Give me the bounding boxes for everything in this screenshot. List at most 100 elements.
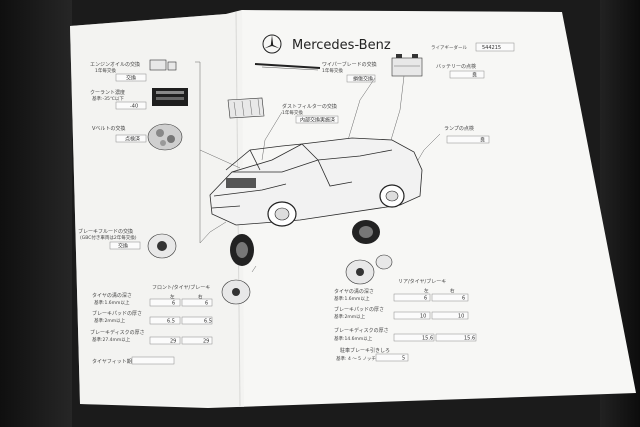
battery-icon bbox=[391, 54, 423, 77]
rear-tire-std: 基準:1.6mm以上 bbox=[334, 295, 370, 302]
engine-oil-label: エンジンオイルの交換 bbox=[90, 61, 140, 68]
coolant-box bbox=[115, 101, 147, 110]
rear-pad-right: 10 bbox=[458, 314, 464, 320]
battery-value: 良 bbox=[472, 72, 477, 79]
front-left-header: 左 bbox=[170, 293, 175, 300]
front-tire-left: 6 bbox=[172, 301, 175, 307]
rear-pad-left: 10 bbox=[420, 314, 426, 320]
front-disc-left: 29 bbox=[170, 339, 176, 345]
rear-disc-std: 基準:14.6mm以上 bbox=[334, 335, 373, 342]
front-title: フロント/タイヤ/ブレーキ bbox=[152, 284, 210, 291]
wiper-box bbox=[346, 74, 376, 83]
rear-left-header: 左 bbox=[424, 287, 429, 294]
id-label: ライアギーダール bbox=[431, 44, 467, 51]
brake-fluid-box bbox=[109, 241, 141, 250]
belt-box bbox=[115, 134, 147, 143]
front-disc-right-box bbox=[181, 336, 213, 345]
rear-disc-right: 15.6 bbox=[464, 336, 475, 342]
rear-parking-value: 5 bbox=[402, 356, 405, 362]
rear-tire-left-box bbox=[393, 293, 431, 302]
wiper-icon bbox=[254, 63, 321, 71]
mercedes-star-icon bbox=[262, 34, 282, 54]
rear-pad-right-box bbox=[431, 311, 469, 320]
rear-disc-left-box bbox=[393, 333, 435, 342]
rear-disc-label: ブレーキディスクの厚さ bbox=[334, 327, 389, 334]
brake-fluid-label: ブレーキフルードの交換 bbox=[78, 228, 133, 235]
filter-leader bbox=[261, 111, 283, 161]
lamp-leader bbox=[414, 133, 441, 166]
wiper-sub: 1年毎交換 bbox=[322, 67, 343, 74]
wiper-label: ワイパーブレードの交換 bbox=[322, 61, 377, 68]
front-disc-right: 29 bbox=[203, 339, 209, 345]
front-pad-left-box bbox=[149, 316, 181, 325]
front-disc-label: ブレーキディスクの厚さ bbox=[90, 329, 145, 336]
rear-tire-right-box bbox=[431, 293, 469, 302]
oil-can-icon bbox=[149, 59, 177, 71]
tire-icon bbox=[230, 234, 254, 266]
rear-disc-right-box bbox=[435, 333, 477, 342]
front-tire-left-box bbox=[149, 298, 181, 307]
front-tire-right: 6 bbox=[205, 301, 208, 307]
wiper-value: 損傷交換 bbox=[353, 76, 373, 83]
front-leader bbox=[251, 265, 257, 273]
front-pad-right: 6.5 bbox=[204, 319, 212, 325]
belt-value: 点検済 bbox=[125, 136, 140, 143]
id-value: 544215 bbox=[482, 45, 501, 51]
brake-caliper-icon bbox=[147, 233, 177, 259]
front-tire-label: タイヤの溝の深さ bbox=[92, 292, 132, 299]
belt-label: Vベルトの交換 bbox=[92, 125, 125, 132]
brake-disc-icon bbox=[221, 279, 251, 305]
dust-filter-value: 内部交換実施済 bbox=[300, 117, 335, 124]
coolant-tester-icon bbox=[152, 88, 188, 106]
rear-tire-left: 6 bbox=[424, 296, 427, 302]
front-disc-std: 基準:27.4mm以上 bbox=[92, 336, 131, 343]
lamp-box bbox=[446, 135, 490, 144]
coolant-label: クーラント濃度 bbox=[90, 89, 125, 96]
brake-fluid-value: 交換 bbox=[118, 243, 128, 250]
wiper-leader bbox=[344, 77, 376, 151]
lamp-label: ランプの点検 bbox=[444, 125, 474, 132]
coolant-sub: 基準:-35℃以下 bbox=[92, 95, 124, 102]
battery-leader bbox=[387, 75, 405, 151]
brake-fluid-leader bbox=[199, 221, 227, 244]
dust-filter-box bbox=[295, 115, 339, 124]
battery-box bbox=[449, 70, 485, 79]
brand-name: Mercedes-Benz bbox=[292, 38, 391, 53]
filter-icon bbox=[227, 97, 265, 119]
front-disc-left-box bbox=[149, 336, 181, 345]
dust-filter-label: ダストフィルターの交換 bbox=[282, 103, 337, 110]
rear-pad-left-box bbox=[393, 311, 431, 320]
front-pad-left: 6.5 bbox=[167, 319, 175, 325]
front-tire-std: 基準:1.6mm以上 bbox=[94, 299, 130, 306]
front-pad-label: ブレーキパッドの厚さ bbox=[92, 310, 142, 317]
engine-oil-value: 交換 bbox=[126, 75, 136, 82]
rear-parking-box bbox=[375, 353, 409, 362]
id-box bbox=[475, 42, 515, 52]
lamp-value: 良 bbox=[480, 137, 485, 144]
paper-fold-shade bbox=[70, 10, 244, 407]
front-tire-right-box bbox=[181, 298, 213, 307]
rear-pad-std: 基準:2mm以上 bbox=[334, 313, 366, 320]
coolant-value: -40 bbox=[130, 104, 138, 110]
front-right-header: 右 bbox=[198, 293, 203, 300]
dust-filter-sub: 1年毎交換 bbox=[282, 109, 303, 116]
engine-leader bbox=[199, 149, 241, 169]
rear-right-header: 右 bbox=[450, 287, 455, 294]
rear-tire-right: 6 bbox=[462, 296, 465, 302]
brake-fluid-sub2: (GBC付き車両は2年毎交換) bbox=[80, 234, 137, 241]
rear-parking-std: 基準: 4 〜 5 ノッチ bbox=[336, 355, 376, 362]
front-fit-box bbox=[131, 356, 175, 365]
table-surface-left bbox=[0, 0, 72, 427]
battery-label: バッテリーの点検 bbox=[436, 63, 476, 70]
rear-pad-label: ブレーキパッドの厚さ bbox=[334, 306, 384, 313]
rear-brake-disc-icon bbox=[345, 254, 393, 285]
rear-title: リア/タイヤ/ブレーキ bbox=[398, 278, 446, 285]
engine-oil-sub: 1年毎交換 bbox=[95, 67, 116, 74]
rear-parking-label: 駐車ブレーキ引きしろ bbox=[340, 347, 390, 354]
left-leader-line bbox=[195, 61, 201, 243]
front-pad-right-box bbox=[181, 316, 213, 325]
rear-disc-left: 15.6 bbox=[422, 336, 433, 342]
front-fit-label: タイヤフィット期限 bbox=[92, 358, 137, 365]
rear-tire-label: タイヤの溝の深さ bbox=[334, 288, 374, 295]
